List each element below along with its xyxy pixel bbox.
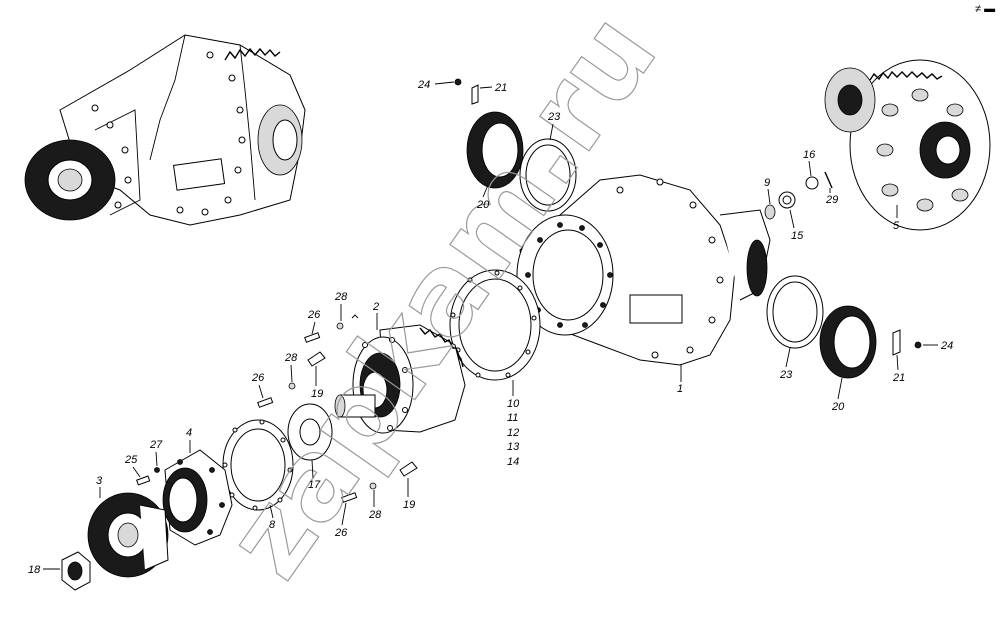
label-21b: 21 <box>892 372 905 384</box>
label-27: 27 <box>149 439 163 451</box>
label-19b: 19 <box>403 499 415 511</box>
small-parts-drawing <box>764 171 833 220</box>
label-9: 9 <box>764 177 770 189</box>
label-13: 13 <box>507 441 520 453</box>
pinion-carrier-drawing <box>334 324 466 434</box>
label-18: 18 <box>28 564 41 576</box>
label-26b: 26 <box>307 309 321 321</box>
right-bearing-drawing <box>766 275 877 379</box>
fasteners-drawing <box>136 314 418 503</box>
gasket-small-drawing <box>222 419 294 511</box>
nut-drawing <box>61 551 91 591</box>
label-10: 10 <box>507 398 520 410</box>
label-19a: 19 <box>311 388 323 400</box>
label-1: 1 <box>677 383 683 395</box>
corner-mark: ≠ ▬ <box>975 3 995 15</box>
label-26c: 26 <box>334 527 348 539</box>
label-3: 3 <box>96 475 103 487</box>
label-16: 16 <box>803 149 816 161</box>
label-14: 14 <box>507 456 519 468</box>
lock-plate-top-drawing <box>454 78 479 105</box>
label-29: 29 <box>825 194 838 206</box>
label-15: 15 <box>791 230 804 242</box>
label-23b: 23 <box>779 369 793 381</box>
label-2: 2 <box>372 301 379 313</box>
label-12: 12 <box>507 427 519 439</box>
differential-drawing <box>824 59 991 231</box>
label-8: 8 <box>269 519 276 531</box>
cover-drawing <box>162 449 233 546</box>
main-housing-drawing <box>516 174 771 366</box>
lock-plate-right-drawing <box>892 329 922 356</box>
callout-labels: 1 2 3 4 5 8 9 10 11 12 13 14 15 16 17 18… <box>28 79 953 576</box>
top-bearing-drawing <box>466 111 577 212</box>
label-20b: 20 <box>831 401 845 413</box>
label-4: 4 <box>186 427 192 439</box>
label-25: 25 <box>124 454 138 466</box>
label-17: 17 <box>308 479 321 491</box>
assembled-axle-drawing <box>24 34 306 226</box>
label-11: 11 <box>507 412 518 424</box>
label-28a: 28 <box>334 291 348 303</box>
label-24a: 24 <box>417 79 430 91</box>
label-5: 5 <box>893 220 900 232</box>
gasket-large-drawing <box>449 269 541 381</box>
label-21a: 21 <box>494 82 507 94</box>
label-24b: 24 <box>940 340 953 352</box>
flange-drawing <box>87 492 169 578</box>
shim-drawing <box>287 403 333 461</box>
label-26a: 26 <box>251 372 265 384</box>
label-20a: 20 <box>476 199 490 211</box>
label-28c: 28 <box>368 509 382 521</box>
label-23a: 23 <box>547 111 561 123</box>
label-28b: 28 <box>284 352 298 364</box>
